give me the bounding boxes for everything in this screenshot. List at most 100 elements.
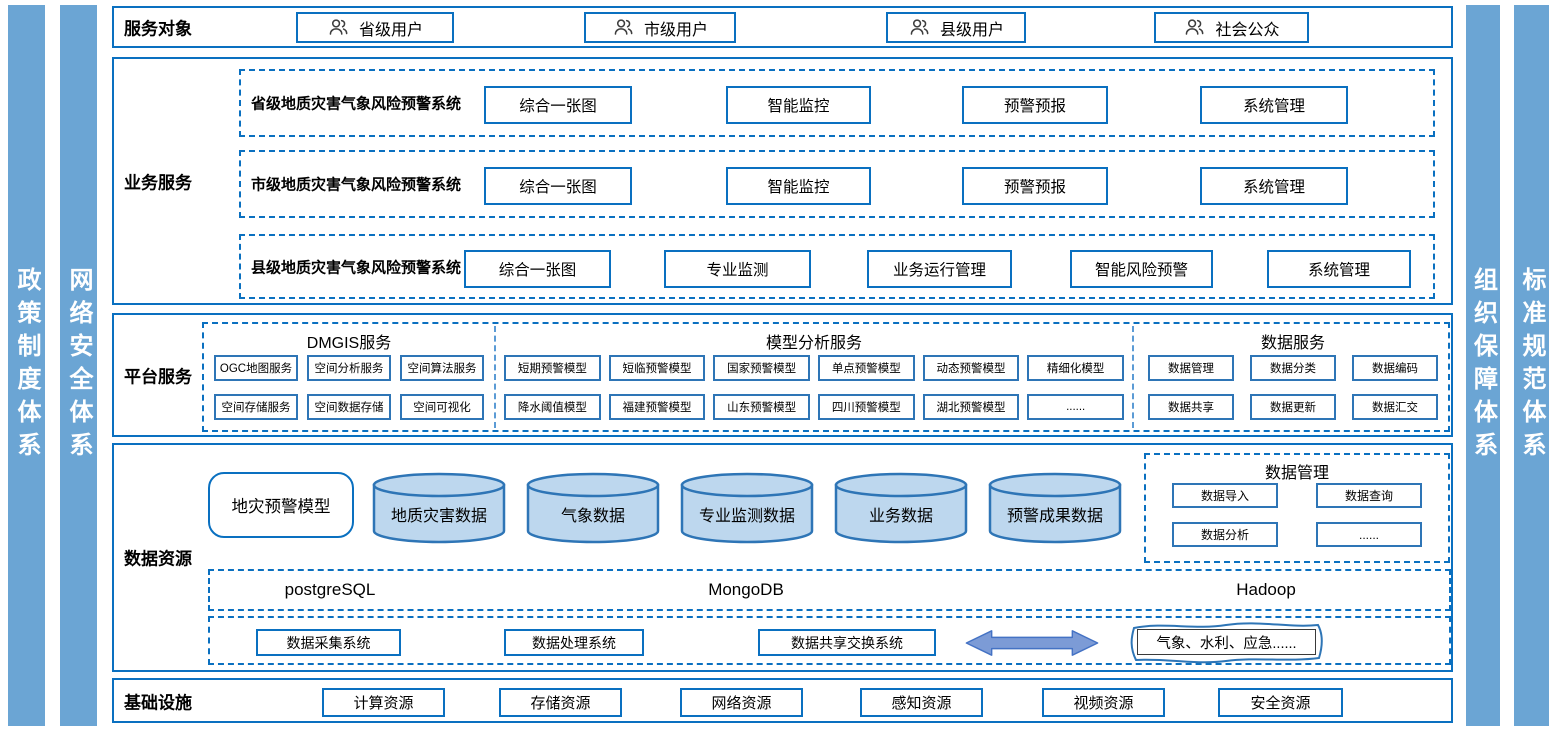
section-divider <box>1132 326 1134 428</box>
row-infrastructure: 基础设施 计算资源 存储资源 网络资源 感知资源 视频资源 安全资源 <box>112 678 1453 723</box>
system-box-city: 市级地质灾害气象风险预警系统 综合一张图 智能监控 预警预报 系统管理 <box>239 150 1435 218</box>
business-services-title: 业务服务 <box>124 173 192 193</box>
user-box-county: 县级用户 <box>886 12 1026 43</box>
section-divider <box>494 326 496 428</box>
system-box: 数据采集系统 <box>256 629 401 656</box>
storage-engine-label: postgreSQL <box>284 580 376 599</box>
user-box-label: 社会公众 <box>1215 21 1280 39</box>
service-box: ...... <box>1027 394 1124 420</box>
section-title: 模型分析服务 <box>765 335 862 352</box>
module-box: 系统管理 <box>1200 86 1348 124</box>
platform-services-panel: DMGIS服务 OGC地图服务 空间分析服务 空间算法服务 空间存储服务 空间数… <box>202 322 1450 432</box>
resource-box: 计算资源 <box>322 688 445 717</box>
module-box: 综合一张图 <box>464 250 611 288</box>
system-name: 县级地质灾害气象风险预警系统 <box>251 259 462 276</box>
module-box: 系统管理 <box>1267 250 1411 288</box>
service-box: 四川预警模型 <box>817 394 915 420</box>
pillar-standard-specification-system: 标准规范体系 <box>1514 5 1549 726</box>
section-data-services: 数据服务 数据管理 数据分类 数据编码 数据共享 数据更新 数据汇交 <box>1134 324 1452 430</box>
platform-services-title: 平台服务 <box>124 367 192 387</box>
system-box-provincial: 省级地质灾害气象风险预警系统 综合一张图 智能监控 预警预报 系统管理 <box>239 69 1435 137</box>
service-box: 数据更新 <box>1250 394 1336 420</box>
data-management-box: 数据查询 <box>1316 483 1422 508</box>
service-box: 空间可视化 <box>400 394 484 420</box>
resource-box: 存储资源 <box>499 688 622 717</box>
pillar-organization-guarantee-system: 组织保障体系 <box>1466 5 1500 726</box>
module-box: 预警预报 <box>962 167 1108 205</box>
users-icon <box>327 16 350 39</box>
database-cylinder: 气象数据 <box>524 470 662 546</box>
service-box: 空间存储服务 <box>214 394 298 420</box>
row-data-resources: 数据资源 地灾预警模型 地质灾害数据 气象数据 专业监测数据 <box>112 443 1453 672</box>
pillar-network-security-system: 网络安全体系 <box>60 5 97 726</box>
users-icon <box>612 16 635 39</box>
users-icon <box>1183 16 1206 39</box>
data-management-title: 数据管理 <box>1264 465 1329 482</box>
service-box: 福建预警模型 <box>608 394 706 420</box>
service-box: 湖北预警模型 <box>922 394 1020 420</box>
user-box-city: 市级用户 <box>584 12 736 43</box>
service-box: 数据汇交 <box>1352 394 1438 420</box>
module-box: 综合一张图 <box>484 86 632 124</box>
module-box: 业务运行管理 <box>867 250 1012 288</box>
service-box: 短期预警模型 <box>504 355 601 381</box>
module-box: 综合一张图 <box>484 167 632 205</box>
database-cylinder: 专业监测数据 <box>678 470 816 546</box>
pillar-policy-system: 政策制度体系 <box>8 5 45 726</box>
system-box: 数据共享交换系统 <box>758 629 936 656</box>
data-management-box: ...... <box>1316 522 1422 547</box>
cylinder-label: 地质灾害数据 <box>390 508 487 525</box>
module-box: 智能风险预警 <box>1070 250 1213 288</box>
system-box-county: 县级地质灾害气象风险预警系统 综合一张图 专业监测 业务运行管理 智能风险预警 … <box>239 234 1435 299</box>
data-management-box: 数据分析 <box>1172 522 1278 547</box>
service-box: 精细化模型 <box>1027 355 1124 381</box>
service-box: 数据分类 <box>1250 355 1336 381</box>
exchange-systems-panel: 数据采集系统 数据处理系统 数据共享交换系统 气象、水利、应急...... <box>208 616 1451 665</box>
service-box: 数据编码 <box>1352 355 1438 381</box>
service-box: 国家预警模型 <box>713 355 810 381</box>
database-cylinder: 预警成果数据 <box>986 470 1124 546</box>
system-box: 数据处理系统 <box>504 629 644 656</box>
row-business-services: 业务服务 省级地质灾害气象风险预警系统 综合一张图 智能监控 预警预报 系统管理… <box>112 57 1453 305</box>
service-box: 单点预警模型 <box>817 355 915 381</box>
resource-box: 安全资源 <box>1218 688 1343 717</box>
user-box-label: 省级用户 <box>358 21 423 39</box>
row-platform-services: 平台服务 DMGIS服务 OGC地图服务 空间分析服务 空间算法服务 空间存储服… <box>112 313 1453 437</box>
cylinder-label: 气象数据 <box>560 508 625 525</box>
database-cylinder: 业务数据 <box>832 470 970 546</box>
service-targets-title: 服务对象 <box>124 19 192 39</box>
section-model-analysis-services: 模型分析服务 短期预警模型 短临预警模型 国家预警模型 单点预警模型 动态预警模… <box>496 324 1132 430</box>
service-box: 空间数据存储 <box>307 394 391 420</box>
user-box-public: 社会公众 <box>1154 12 1309 43</box>
service-box: 动态预警模型 <box>922 355 1020 381</box>
service-box: OGC地图服务 <box>214 355 298 381</box>
double-arrow-icon <box>961 628 1103 663</box>
storage-engine-label: Hadoop <box>1236 580 1296 599</box>
resource-box: 网络资源 <box>680 688 803 717</box>
module-box: 预警预报 <box>962 86 1108 124</box>
section-title: 数据服务 <box>1260 335 1325 352</box>
disaster-warning-model-box: 地灾预警模型 <box>208 472 354 538</box>
resource-box: 视频资源 <box>1042 688 1165 717</box>
user-box-provincial: 省级用户 <box>296 12 454 43</box>
data-resources-title: 数据资源 <box>124 549 192 569</box>
module-box: 专业监测 <box>664 250 811 288</box>
service-box: 空间算法服务 <box>400 355 484 381</box>
external-systems-shape: 气象、水利、应急...... <box>1124 620 1329 664</box>
module-box: 智能监控 <box>726 86 871 124</box>
user-box-label: 市级用户 <box>643 21 708 39</box>
service-box: 空间分析服务 <box>307 355 391 381</box>
service-box: 数据管理 <box>1148 355 1234 381</box>
cylinder-label: 专业监测数据 <box>698 508 795 525</box>
storage-engines-panel: postgreSQL MongoDB Hadoop <box>208 569 1451 611</box>
section-title: DMGIS服务 <box>306 335 392 352</box>
system-name: 市级地质灾害气象风险预警系统 <box>251 176 462 194</box>
module-box: 智能监控 <box>726 167 871 205</box>
data-management-panel: 数据管理 数据导入 数据查询 数据分析 ...... <box>1144 453 1450 563</box>
user-box-label: 县级用户 <box>939 21 1004 39</box>
service-box: 降水阈值模型 <box>504 394 601 420</box>
section-dmgis-services: DMGIS服务 OGC地图服务 空间分析服务 空间算法服务 空间存储服务 空间数… <box>204 324 494 430</box>
storage-engine-label: MongoDB <box>708 580 784 599</box>
service-box: 山东预警模型 <box>713 394 810 420</box>
